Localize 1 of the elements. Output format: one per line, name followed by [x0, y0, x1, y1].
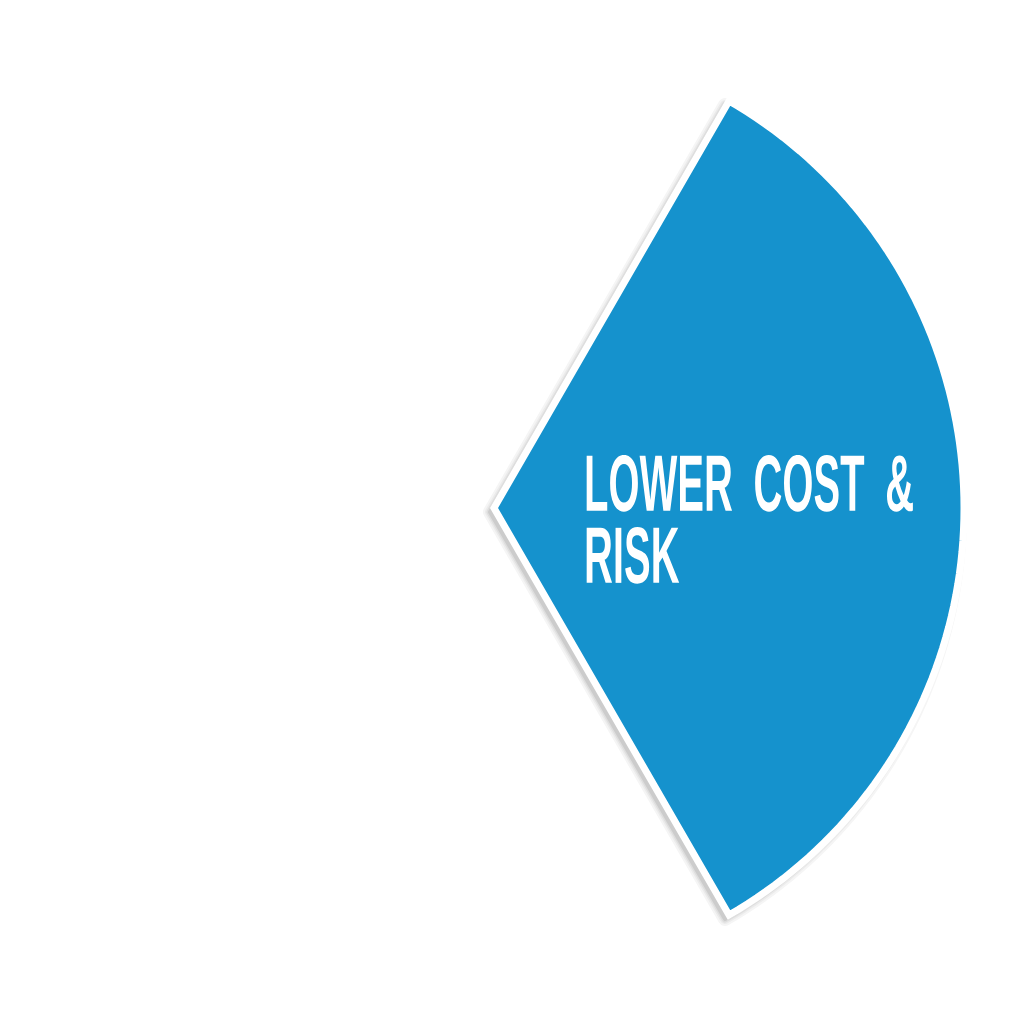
pie-wedge: LOWER COST & RISK [483, 96, 968, 927]
